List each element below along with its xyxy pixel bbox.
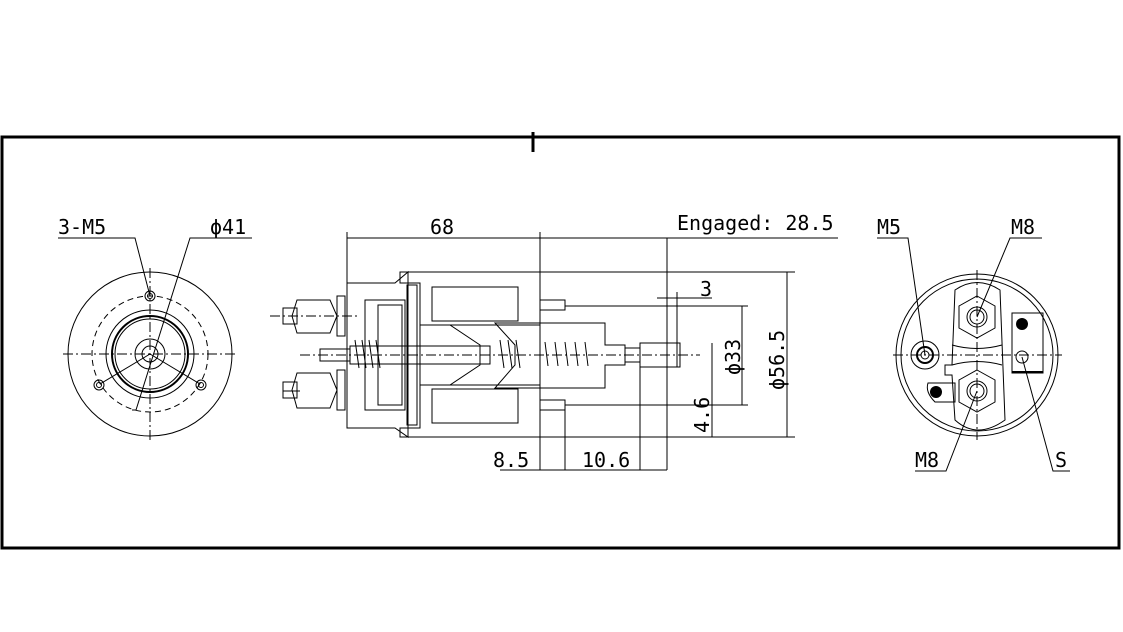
m8-terminal-top-icon — [958, 295, 996, 339]
dim-4-6: 4.6 — [690, 397, 714, 433]
front-view: 3-M5 ϕ41 — [58, 215, 252, 442]
rear-view: M5 M8 M8 S — [877, 215, 1070, 472]
filled-dot-icon — [930, 386, 942, 398]
label-m5: M5 — [877, 215, 901, 239]
s-terminal-icon — [1011, 312, 1044, 374]
section-view: 68 Engaged: 28.5 3 ϕ33 ϕ56.5 4.6 8.5 10.… — [270, 211, 838, 472]
m8-terminal-bottom-icon — [958, 369, 996, 413]
dim-phi56-5: ϕ56.5 — [765, 330, 789, 390]
label-m8-bottom: M8 — [915, 448, 939, 472]
drawing-frame — [0, 135, 1121, 550]
dim-phi33: ϕ33 — [721, 339, 745, 375]
label-s: S — [1055, 448, 1067, 472]
dim-68: 68 — [430, 215, 454, 239]
dim-3: 3 — [700, 277, 712, 301]
m5-terminal-icon — [910, 340, 940, 370]
dim-10-6: 10.6 — [582, 448, 630, 472]
label-phi41: ϕ41 — [210, 215, 246, 239]
label-m8-top: M8 — [1011, 215, 1035, 239]
label-3-m5: 3-M5 — [58, 215, 106, 239]
dim-engaged: Engaged: 28.5 — [677, 211, 834, 235]
dim-8-5: 8.5 — [493, 448, 529, 472]
bolt-hole-icon — [93, 290, 207, 391]
